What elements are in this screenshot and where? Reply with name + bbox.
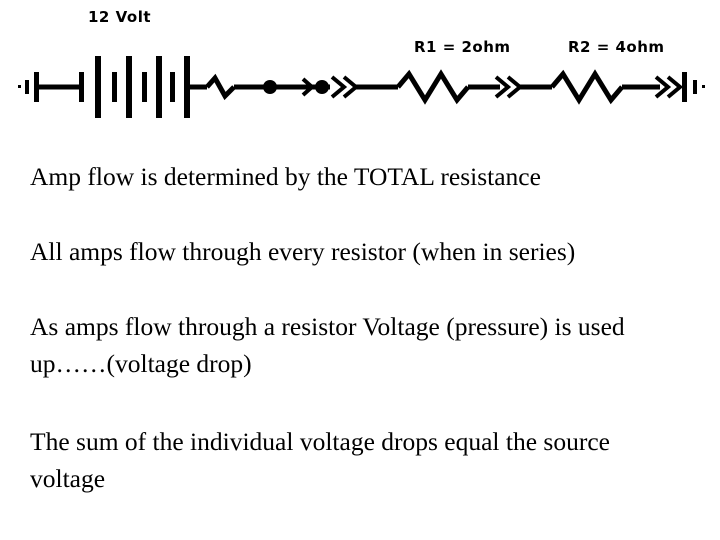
terminal-left-icon — [18, 72, 39, 102]
label-source-voltage: 12 Volt — [88, 8, 152, 26]
body-paragraph-3: As amps flow through a resistor Voltage … — [30, 312, 625, 378]
body-paragraph-2: All amps flow through every resistor (wh… — [30, 237, 576, 266]
resistor-r2-icon — [550, 69, 624, 105]
terminal-right-icon — [682, 72, 705, 102]
body-paragraph-1: Amp flow is determined by the TOTAL resi… — [30, 162, 541, 191]
body-text-block: Amp flow is determined by the TOTAL resi… — [30, 158, 675, 497]
junction-dot-2-icon — [315, 80, 329, 94]
body-paragraph-4: The sum of the individual voltage drops … — [30, 427, 610, 493]
current-arrow-icon-2 — [330, 75, 360, 99]
label-resistor-r1: R1 = 2ohm — [414, 38, 511, 56]
label-resistor-r2: R2 = 4ohm — [568, 38, 665, 56]
current-arrow-icon-1 — [301, 77, 316, 97]
battery-icon — [79, 56, 190, 118]
wire-kink-icon — [205, 73, 236, 101]
current-arrow-icon-4 — [654, 75, 684, 99]
resistor-r1-icon — [396, 69, 470, 105]
circuit-diagram: 12 Volt R1 = 2ohm R2 = 4ohm — [0, 0, 720, 135]
circuit-schematic-svg — [18, 56, 705, 118]
junction-dot-1-icon — [263, 80, 277, 94]
